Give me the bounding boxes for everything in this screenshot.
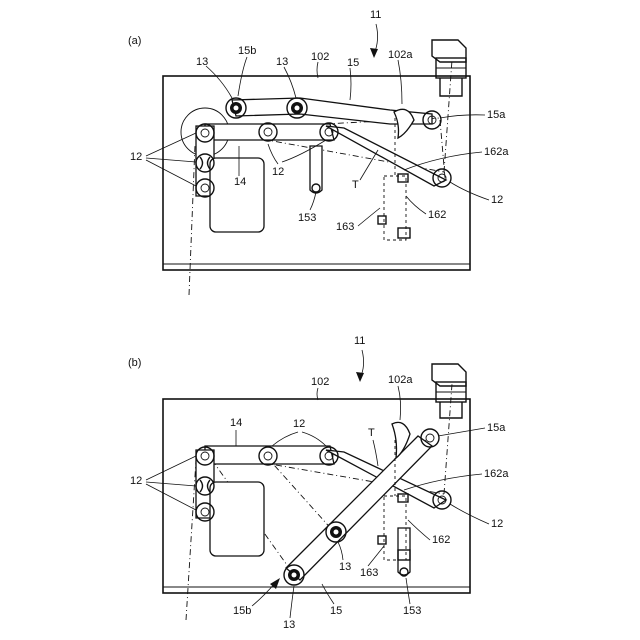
ref-12-left-b: 12 — [130, 475, 142, 487]
panel-b: (b) 11 — [128, 335, 509, 631]
panel-b-label: (b) — [128, 357, 141, 369]
ref-162-b: 162 — [432, 534, 450, 546]
ref-102a-b: 102a — [388, 374, 413, 386]
ref-162-a: 162 — [428, 209, 446, 221]
ref-12-right-a: 12 — [491, 194, 503, 206]
ref-13-mid-a: 13 — [276, 56, 288, 68]
ref-13-bottom-b: 13 — [283, 619, 295, 631]
lever-arm-14-b — [205, 446, 334, 464]
ref-102-b: 102 — [311, 376, 329, 388]
plate-window-b — [210, 482, 264, 556]
ref-T-b: T — [368, 427, 375, 439]
panel-a: (a) 11 — [128, 9, 509, 295]
ref-102a-a: 102a — [388, 49, 413, 61]
ref-15b-a: 15b — [238, 45, 256, 57]
ref-T-a: T — [352, 179, 359, 191]
ref-12-top-b: 12 — [293, 418, 305, 430]
ref-11-b-arrowhead — [356, 372, 364, 382]
lever-arm-14-a — [205, 124, 334, 140]
plate-window-a — [210, 158, 264, 232]
ref-11-b: 11 — [354, 335, 365, 347]
ref-15-a: 15 — [347, 57, 359, 69]
ref-162a-b: 162a — [484, 468, 509, 480]
ref-11-a: 11 — [370, 9, 381, 21]
ref-163-a: 163 — [336, 221, 354, 233]
ref-12-mid-a: 12 — [272, 166, 284, 178]
ref-15b-b: 15b — [233, 605, 251, 617]
ref-14-a: 14 — [234, 176, 246, 188]
ref-15a-a: 15a — [487, 109, 506, 121]
ref-153-a: 153 — [298, 212, 316, 224]
ref-11-a-arrowhead — [370, 48, 378, 58]
ref-15a-b: 15a — [487, 422, 506, 434]
ref-12-left-a: 12 — [130, 151, 142, 163]
ref-15-b: 15 — [330, 605, 342, 617]
ref-12-right-b: 12 — [491, 518, 503, 530]
ref-13-mid-b: 13 — [339, 561, 351, 573]
ref-163-b: 163 — [360, 567, 378, 579]
panel-a-label: (a) — [128, 35, 141, 47]
ref-102-a: 102 — [311, 51, 329, 63]
ref-162a-a: 162a — [484, 146, 509, 158]
ref-14-b: 14 — [230, 417, 242, 429]
ref-153-b: 153 — [403, 605, 421, 617]
